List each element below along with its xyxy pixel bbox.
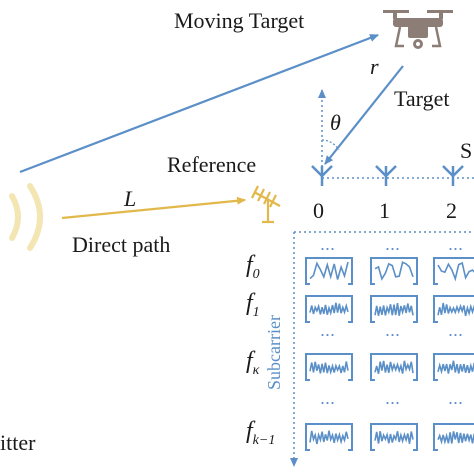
antenna-icon xyxy=(442,165,464,186)
drone-icon xyxy=(383,10,453,49)
range-r-label: r xyxy=(370,54,379,79)
csi-waveform-icon xyxy=(370,295,418,323)
csi-waveform-icon xyxy=(433,423,474,451)
antenna-index-label: 2 xyxy=(446,198,457,223)
theta-arc xyxy=(321,139,340,151)
csi-waveform-icon xyxy=(433,257,474,285)
tx-to-target-arrow xyxy=(19,33,379,174)
ellipsis: ... xyxy=(320,388,335,408)
subcarrier-label: f0 xyxy=(246,252,260,282)
csi-waveform-icon xyxy=(305,257,353,285)
csi-waveform-icon xyxy=(370,257,418,285)
direct-path-arrow xyxy=(61,196,246,220)
antenna-index-label: 1 xyxy=(379,198,390,223)
ellipsis: ... xyxy=(385,388,400,408)
theta-label: θ xyxy=(330,110,341,135)
subcarrier-axis-label: Subcarrier xyxy=(264,315,284,390)
subcarrier-label: fκ xyxy=(246,348,260,378)
csi-waveform-icon xyxy=(305,295,353,323)
reference-label: Reference xyxy=(167,152,256,177)
echo-to-antenna-arrow xyxy=(324,65,404,165)
csi-waveform-icon xyxy=(370,423,418,451)
csi-waveform-icon xyxy=(433,295,474,323)
csi-waveform-icon xyxy=(433,353,474,381)
antenna-icon xyxy=(311,165,333,186)
csi-grid: ........................... xyxy=(305,234,474,451)
transmitter-wave-icon xyxy=(9,183,43,251)
yagi-antenna-icon xyxy=(251,185,281,224)
transmitter-label: itter xyxy=(0,430,36,455)
direct-path-label: Direct path xyxy=(72,232,170,257)
ellipsis: ... xyxy=(320,234,335,254)
antenna-index-label: 0 xyxy=(313,198,324,223)
ellipsis: ... xyxy=(448,320,463,340)
moving-target-label: Moving Target xyxy=(174,8,304,33)
csi-waveform-icon xyxy=(305,353,353,381)
array-s-label: S xyxy=(460,138,472,163)
ellipsis: ... xyxy=(448,234,463,254)
ellipsis: ... xyxy=(448,388,463,408)
distance-l-label: L xyxy=(123,186,136,211)
subcarrier-label: f1 xyxy=(246,290,260,320)
antenna-icon xyxy=(375,165,397,186)
target-echo-label: Target xyxy=(394,86,449,111)
csi-waveform-icon xyxy=(370,353,418,381)
ellipsis: ... xyxy=(385,320,400,340)
ellipsis: ... xyxy=(385,234,400,254)
subcarrier-label: fk−1 xyxy=(246,418,275,448)
ellipsis: ... xyxy=(320,320,335,340)
csi-waveform-icon xyxy=(305,423,353,451)
